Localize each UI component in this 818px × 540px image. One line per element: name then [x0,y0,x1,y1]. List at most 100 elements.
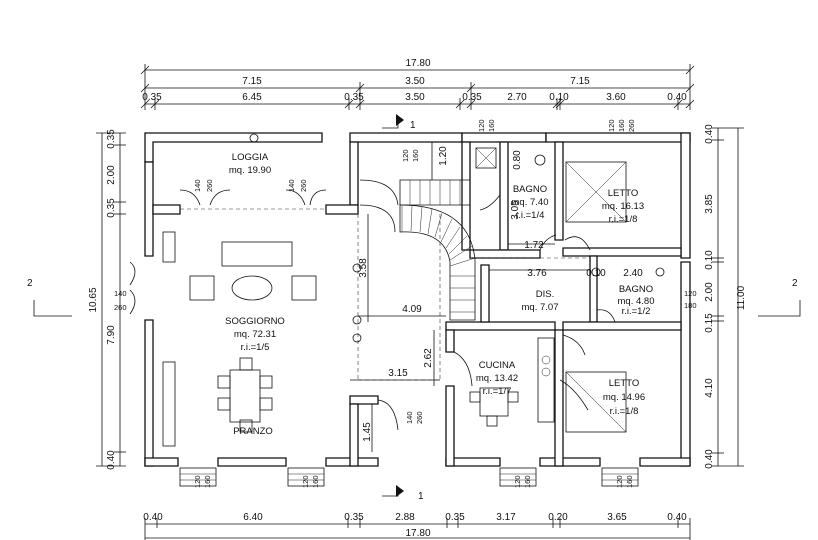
letto1-name: LETTO [608,188,638,199]
opening-s3-120: 120 [513,475,522,488]
dim-376: 3.76 [527,268,547,279]
bagno2-name: BAGNO [619,284,653,295]
dim-right-6: 4.10 [704,378,715,398]
letto2-ri: r.i.=1/8 [610,406,639,417]
dim-bottom-8: 3.65 [607,512,627,523]
cucina-name: CUCINA [479,360,516,371]
dim-bottom-total: 17.80 [405,528,430,539]
bagno1-name: BAGNO [513,184,547,195]
opening-s2-160: 160 [311,475,320,488]
opening-s3-160: 160 [523,475,532,488]
dim-right-5: 0.15 [704,313,715,333]
cucina-area: mq. 13.42 [476,373,518,384]
dim-top-row2-6: 2.70 [507,92,527,103]
bagno2-ri: r.i.=1/2 [622,306,651,317]
loggia-area: mq. 19.90 [229,165,271,176]
soggiorno-name: SOGGIORNO [225,316,285,327]
dim-top-row2-7: 0.10 [549,92,569,103]
opening-bagno1-120: 120 [477,119,486,132]
soggiorno-ri: r.i.=1/5 [241,342,270,353]
opening-west-140: 140 [114,289,127,298]
dim-right-2: 3.85 [704,194,715,214]
opening-top-120: 120 [401,149,410,162]
furniture [162,133,665,447]
dim-bottom-7: 0.20 [548,512,568,523]
opening-west-260: 260 [114,303,127,312]
dim-bottom-1: 0.40 [143,512,163,523]
exterior-steps [179,467,639,487]
opening-top-160: 160 [411,149,420,162]
dim-top-row1-2: 3.50 [405,76,425,87]
dim-bottom-3: 0.35 [344,512,364,523]
dim-bottom-2: 6.40 [243,512,263,523]
dim-bottom-9: 0.40 [667,512,687,523]
letto2-name: LETTO [609,378,639,389]
bagno2-area: mq. 4.80 [618,296,655,307]
dim-top-row1-1: 7.15 [242,76,262,87]
top-dimension-chains: 17.80 7.15 3.50 7.15 0.35 6.45 0.35 3.50… [140,58,695,110]
dim-right-3: 0.10 [704,250,715,270]
dim-left-3: 0.35 [106,198,117,218]
interior-dimensions: 3.58 4.09 2.62 3.15 1.45 1.20 0.80 3.05 … [350,142,643,452]
dim-left-1: 0.35 [106,129,117,149]
opening-letto1-120: 120 [607,119,616,132]
letto1-area: mq. 16.13 [602,201,644,212]
section-2-right: 2 [792,278,798,289]
opening-bagno1-160: 160 [487,119,496,132]
dim-top-row2-3: 0.35 [344,92,364,103]
dim-top-total: 17.80 [405,58,430,69]
dim-bottom-6: 3.17 [496,512,516,523]
dim-top-row2-9: 0.40 [667,92,687,103]
staircase [359,179,476,321]
dim-080: 0.80 [512,150,523,170]
interior-walls [349,141,682,467]
soggiorno-area: mq. 72.31 [234,329,276,340]
opening-letto1-260: 260 [627,119,636,132]
dim-right-1: 0.40 [704,124,715,144]
dim-bottom-5: 0.35 [445,512,465,523]
opening-loggia-2-260: 260 [299,179,308,192]
dim-145: 1.45 [362,422,373,442]
right-dimension-chains: 0.40 3.85 0.10 2.00 0.15 4.10 0.40 11.00 [704,124,747,469]
dim-right-total: 11.00 [736,285,747,310]
dim-right-7: 0.40 [704,449,715,469]
dim-top-row1-3: 7.15 [570,76,590,87]
dim-top-row2-4: 3.50 [405,92,425,103]
dim-left-2: 2.00 [106,165,117,185]
opening-labels: 140 260 140 260 140 260 120 160 120 160 … [114,119,697,488]
cucina-ri: r.i.=1/7 [483,386,512,397]
opening-s1-160: 160 [203,475,212,488]
opening-entry-140: 140 [405,411,414,424]
dim-left-total: 10.65 [88,287,99,312]
dim-120: 1.20 [438,146,449,166]
dim-left-5: 0.40 [106,450,117,470]
dim-top-row2-1: 0.35 [142,92,162,103]
structural-dashes [357,214,590,381]
dim-315: 3.15 [388,368,408,379]
dim-358: 3.58 [358,258,369,278]
dis-name: DIS. [536,289,554,300]
section-2-left: 2 [27,278,33,289]
pranzo-name: PRANZO [233,426,273,437]
door-swings [129,189,616,431]
dim-right-4: 2.00 [704,282,715,302]
left-dimension-chains: 10.65 0.35 2.00 0.35 7.90 0.40 [88,129,126,470]
dim-top-row2-2: 6.45 [242,92,262,103]
section-markers: 1 1 2 2 [27,114,801,502]
opening-east-120: 120 [684,289,697,298]
dim-305: 3.05 [510,200,521,220]
section-1-top: 1 [410,120,416,131]
dim-262: 2.62 [423,348,434,368]
loggia-name: LOGGIA [232,152,269,163]
opening-s1-120: 120 [193,475,202,488]
dim-240: 2.40 [623,268,643,279]
opening-loggia-1-260: 260 [205,179,214,192]
opening-s2-120: 120 [301,475,310,488]
room-labels: LOGGIA mq. 19.90 SOGGIORNO mq. 72.31 r.i… [225,152,654,437]
bagno1-area: mq. 7.40 [512,197,549,208]
letto1-ri: r.i.=1/8 [609,214,638,225]
opening-s4-160: 160 [625,475,634,488]
dim-left-4: 7.90 [106,325,117,345]
dim-409: 4.09 [402,304,422,315]
